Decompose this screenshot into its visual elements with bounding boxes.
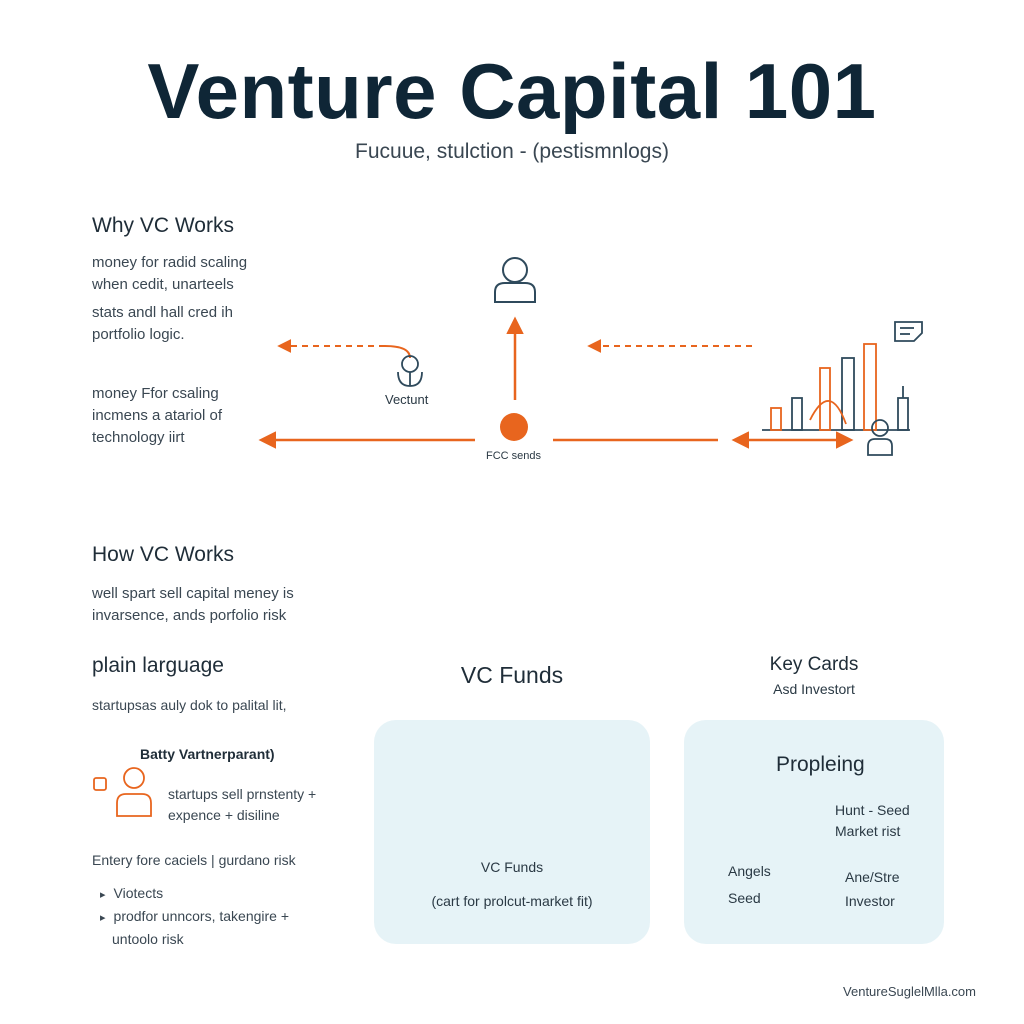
document-icon — [894, 321, 923, 342]
why-para-2-line: stats andl hall cred ih — [92, 304, 233, 321]
why-para-2-line: portfolio logic. — [92, 326, 185, 343]
key-card-title: Propleing — [776, 753, 865, 776]
how-para-line: well spart sell capital meney is — [92, 585, 294, 602]
founder-person-icon — [867, 419, 893, 456]
plain-language-text: startupsas auly dok to palital lit, — [92, 697, 287, 713]
page-subtitle: Fucuue, stulction - (pestismnlogs) — [355, 140, 669, 163]
why-para-2: stats andl hall cred ih portfolio logic. — [92, 302, 233, 346]
why-para-1: money for radid scaling when cedit, unar… — [92, 252, 247, 296]
vc-funds-card-label: VC Funds — [480, 859, 544, 875]
key-cards-heading: Key Cards — [769, 654, 859, 675]
key-card — [684, 720, 944, 944]
callout-title: Batty Vartnerparant) — [140, 746, 275, 762]
key-card-text-line: Market rist — [835, 823, 901, 839]
page-title: Venture Capital 101 — [147, 47, 877, 135]
why-para-3-line: incmens a atariol of — [92, 407, 223, 424]
callout-line: startups sell prnstenty + — [168, 786, 317, 802]
vc-funds-card — [374, 720, 650, 944]
partner-person-icon — [93, 767, 152, 817]
key-card-right-bottom: Ane/Stre Investor — [845, 865, 899, 913]
how-para: well spart sell capital meney is invarse… — [92, 583, 294, 627]
why-para-3-line: technology iirt — [92, 429, 185, 446]
investor-person-icon — [494, 257, 536, 303]
key-card-text-line: Angels — [728, 863, 771, 879]
why-para-3: money Ffor csaling incmens a atariol of … — [92, 383, 222, 449]
center-node-label: FCC sends — [486, 450, 542, 462]
footer-watermark: VentureSuglelMlla.com — [843, 984, 976, 999]
venture-node-label: Vectunt — [385, 392, 429, 407]
connector-to-venture-node — [384, 345, 411, 359]
how-para-line: invarsence, ands porfolio risk — [92, 607, 287, 624]
bullet-item: prodfor unncors, takengire + — [100, 906, 290, 929]
how-vc-heading: How VC Works — [92, 543, 234, 566]
fund-center-node — [500, 413, 528, 441]
why-para-1-line: money for radid scaling — [92, 254, 248, 271]
key-card-left-bottom: Angels Seed — [728, 858, 771, 912]
bullet-item: Viotects — [100, 883, 289, 906]
risk-line: Entery fore caciels | gurdano risk — [92, 852, 296, 868]
key-card-text-line: Seed — [728, 890, 761, 906]
vc-funds-card-caption: (cart for prolcut-market fit) — [431, 893, 593, 909]
plain-language-heading: plain larguage — [92, 654, 224, 677]
vc-funds-heading: VC Funds — [460, 662, 564, 688]
venture-node-icon — [397, 355, 423, 387]
key-card-text-line: Investor — [845, 893, 895, 909]
callout-line: expence + disiline — [168, 807, 280, 823]
bullet-list: Viotects prodfor unncors, takengire + un… — [100, 883, 289, 950]
why-para-1-line: when cedit, unarteels — [92, 276, 234, 293]
key-card-text-line: Hunt - Seed — [835, 802, 910, 818]
callout-body: startups sell prnstenty + expence + disi… — [168, 784, 316, 826]
growth-chart-icon — [762, 343, 910, 431]
key-cards-subheading: Asd Investort — [773, 681, 855, 697]
why-vc-heading: Why VC Works — [92, 214, 234, 237]
key-card-right-top: Hunt - Seed Market rist — [835, 800, 910, 842]
bullet-continuation: untoolo risk — [112, 931, 184, 947]
key-card-text-line: Ane/Stre — [845, 869, 900, 885]
why-para-3-line: money Ffor csaling — [92, 385, 219, 402]
